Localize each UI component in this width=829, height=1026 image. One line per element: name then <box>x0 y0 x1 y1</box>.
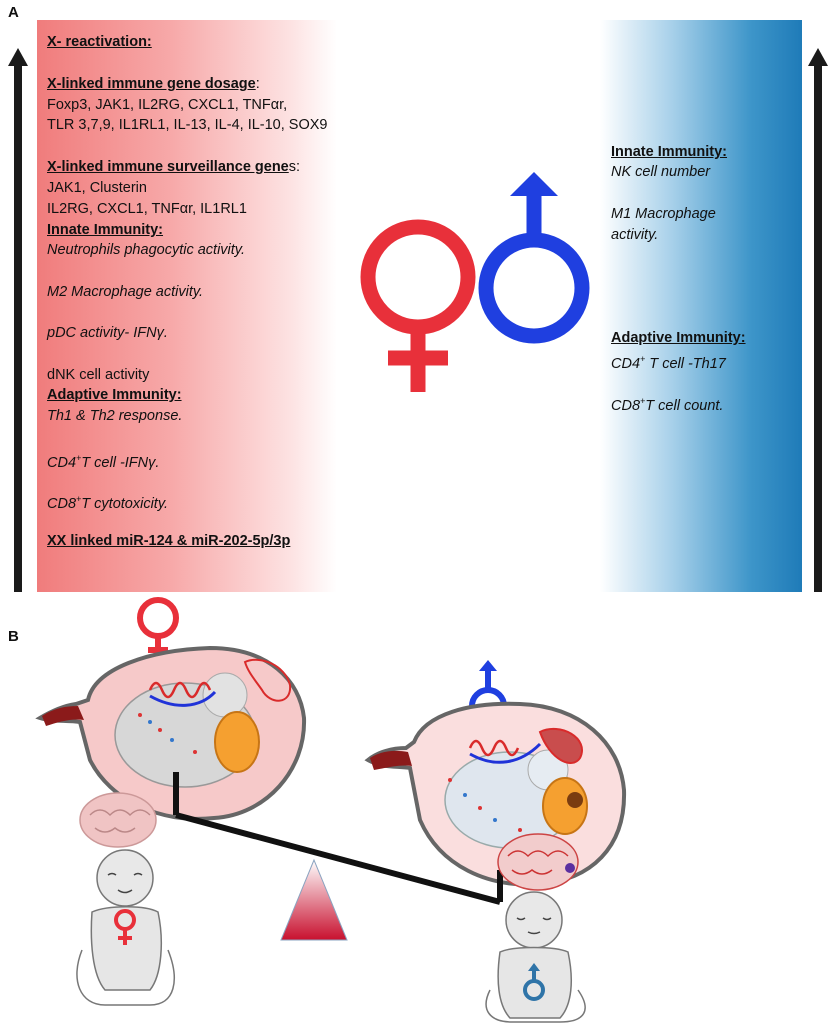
male-symbol-icon <box>478 172 590 344</box>
mirna-heading: XX linked miR-124 & miR-202-5p/3p <box>47 533 291 549</box>
surveillance-heading: X-linked immune surveillance gene <box>47 159 289 175</box>
female-innate-item1: Neutrophils phagocytic activity. <box>47 242 245 258</box>
gene-dosage-line1: Foxp3, JAK1, IL2RG, CXCL1, TNFαr, <box>47 97 288 113</box>
cd8-text: CD8 <box>47 495 77 512</box>
male-cd8-post: T cell count. <box>645 397 724 414</box>
x-reactivation-heading: X- reactivation: <box>47 34 152 50</box>
male-innate-item2-line1: M1 Macrophage <box>611 206 716 222</box>
female-symbol-icon <box>360 219 476 392</box>
male-cd8-sup: + <box>640 396 646 406</box>
male-baby <box>485 891 586 1023</box>
female-panel <box>37 20 337 592</box>
male-brain-icon <box>497 833 579 891</box>
surveillance-heading-row: X-linked immune surveillance genes: <box>47 158 300 177</box>
cd8-post: T cytotoxicity. <box>81 495 169 512</box>
male-cd4-text: CD4 <box>611 355 641 372</box>
right-up-arrow <box>808 48 828 592</box>
male-adaptive-heading: Adaptive Immunity: <box>611 330 746 346</box>
male-adaptive-item1: CD4+ T cell -Th17 <box>611 350 726 374</box>
cd4-text: CD4 <box>47 454 77 471</box>
surveillance-line1: JAK1, Clusterin <box>47 180 147 196</box>
male-innate-item2-line2: activity. <box>611 227 659 243</box>
male-cd8-text: CD8 <box>611 397 641 414</box>
female-brain-icon <box>79 792 157 848</box>
female-adaptive-item2: CD4+T cell -IFNγ. <box>47 449 159 473</box>
male-panel <box>600 20 802 592</box>
female-baby <box>76 849 175 1006</box>
gene-dosage-heading: X-linked immune gene dosage <box>47 76 256 92</box>
male-innate-heading: Innate Immunity: <box>611 144 728 160</box>
female-innate-item2: M2 Macrophage activity. <box>47 284 204 300</box>
surveillance-line2: IL2RG, CXCL1, TNFαr, IL1RL1 <box>47 201 247 217</box>
female-adaptive-heading: Adaptive Immunity: <box>47 387 182 403</box>
female-innate-item4: dNK cell activity <box>47 367 150 383</box>
male-cd4-post: T cell -Th17 <box>645 355 726 372</box>
female-adaptive-item3: CD8+T cytotoxicity. <box>47 490 168 514</box>
gene-dosage-line2: TLR 3,7,9, IL1RL1, IL-13, IL-4, IL-10, S… <box>47 117 328 133</box>
female-innate-item3: pDC activity- IFNγ. <box>47 325 168 341</box>
male-adaptive-item2: CD8+T cell count. <box>611 392 723 416</box>
cd8-sup: + <box>76 494 82 504</box>
male-cd4-sup: + <box>640 354 646 364</box>
fulcrum-triangle <box>280 858 348 941</box>
panel-a-label: A <box>8 4 19 21</box>
panel-b-label: B <box>8 628 19 645</box>
female-adaptive-item1: Th1 & Th2 response. <box>47 408 183 424</box>
female-innate-heading: Innate Immunity: <box>47 222 164 238</box>
left-up-arrow <box>8 48 28 592</box>
male-innate-item1: NK cell number <box>611 164 711 180</box>
gene-dosage-heading-row: X-linked immune gene dosage: <box>47 75 260 94</box>
surveillance-suffix: s: <box>288 159 301 175</box>
cd4-sup: + <box>76 453 82 463</box>
gene-dosage-colon: : <box>255 76 260 92</box>
cd4-post: T cell -IFNγ. <box>81 454 160 471</box>
female-uterus-fetus <box>35 645 307 821</box>
male-uterus-fetus <box>364 701 627 887</box>
balance-scale <box>173 772 503 905</box>
